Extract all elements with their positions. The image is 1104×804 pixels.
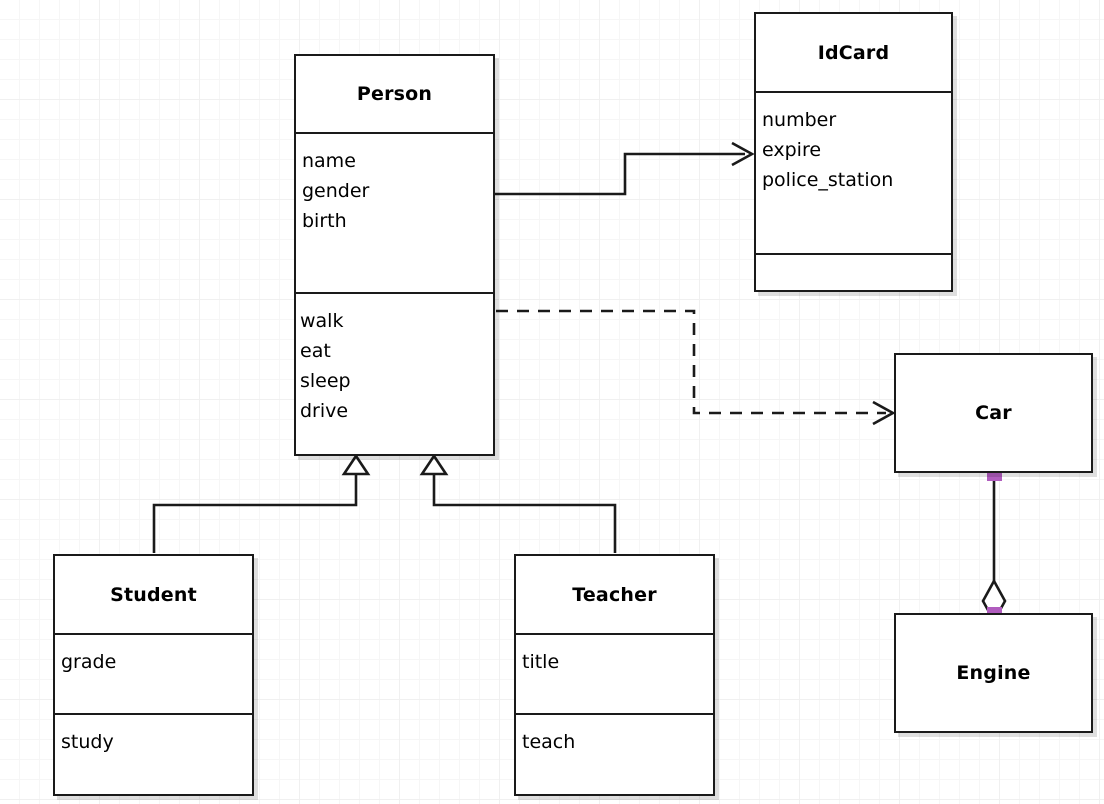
attribute-item: number	[762, 109, 837, 131]
open-arrowhead	[872, 400, 896, 426]
class-name-student: Student	[110, 583, 197, 606]
uml-class-idcard[interactable]: IdCard number expire police_station	[754, 12, 953, 292]
attribute-item: expire	[762, 139, 822, 162]
methods-compartment-idcard	[756, 253, 951, 255]
method-item: walk	[300, 310, 344, 332]
class-name-person: Person	[356, 83, 433, 105]
attribute-item: birth	[302, 210, 347, 233]
hollow-triangle-arrowhead	[341, 453, 371, 476]
class-name-idcard: IdCard	[817, 41, 890, 64]
association-person-idcard[interactable]	[495, 141, 755, 196]
attributes-compartment-student: grade	[55, 633, 252, 713]
attribute-item: gender	[302, 180, 370, 203]
uml-class-teacher[interactable]: Teacher title teach	[514, 554, 715, 796]
class-name-teacher: Teacher	[572, 583, 657, 606]
generalization-student-person[interactable]	[152, 453, 371, 553]
method-item: study	[61, 731, 114, 753]
attribute-item: title	[522, 651, 560, 673]
class-name-engine: Engine	[956, 662, 1031, 684]
generalization-teacher-person[interactable]	[419, 453, 617, 553]
methods-compartment-teacher: teach	[516, 713, 713, 794]
method-item: eat	[300, 340, 331, 363]
attribute-item: police_station	[762, 169, 894, 192]
hollow-triangle-arrowhead	[419, 453, 449, 476]
uml-class-student[interactable]: Student grade study	[53, 554, 254, 796]
dependency-person-car[interactable]	[496, 309, 896, 426]
attribute-item: name	[302, 150, 356, 172]
method-item: sleep	[300, 370, 351, 393]
open-arrowhead	[731, 141, 755, 167]
class-name-car: Car	[975, 402, 1012, 424]
attributes-compartment-idcard: number expire police_station	[756, 91, 951, 253]
uml-class-car[interactable]: Car	[894, 353, 1093, 473]
attribute-item: grade	[61, 651, 117, 673]
uml-class-engine[interactable]: Engine	[894, 613, 1093, 733]
aggregation-car-engine[interactable]	[981, 466, 1007, 624]
attributes-compartment-person: name gender birth	[296, 132, 493, 242]
method-item: drive	[300, 400, 349, 423]
method-item: teach	[522, 731, 576, 753]
methods-compartment-student: study	[55, 713, 252, 794]
uml-class-person[interactable]: Person name gender birth walk eat sleep …	[294, 54, 495, 456]
attributes-compartment-teacher: title	[516, 633, 713, 713]
methods-compartment-person: walk eat sleep drive	[294, 292, 495, 456]
